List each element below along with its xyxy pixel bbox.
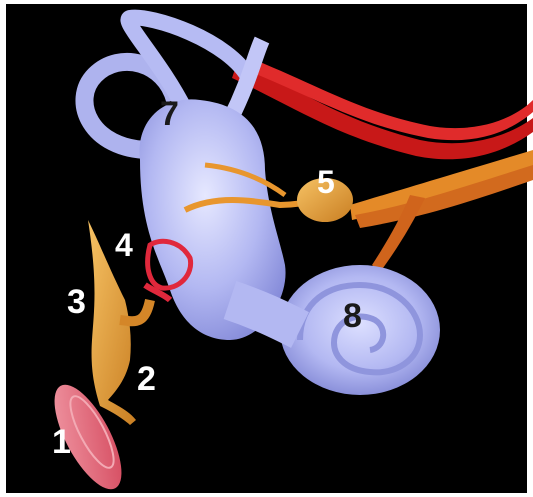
label-8: 8	[343, 297, 362, 335]
label-2: 2	[137, 360, 156, 398]
label-7: 7	[160, 95, 179, 133]
label-3: 3	[67, 283, 86, 321]
label-5: 5	[317, 164, 335, 200]
label-1: 1	[52, 423, 71, 461]
label-4: 4	[115, 227, 133, 263]
